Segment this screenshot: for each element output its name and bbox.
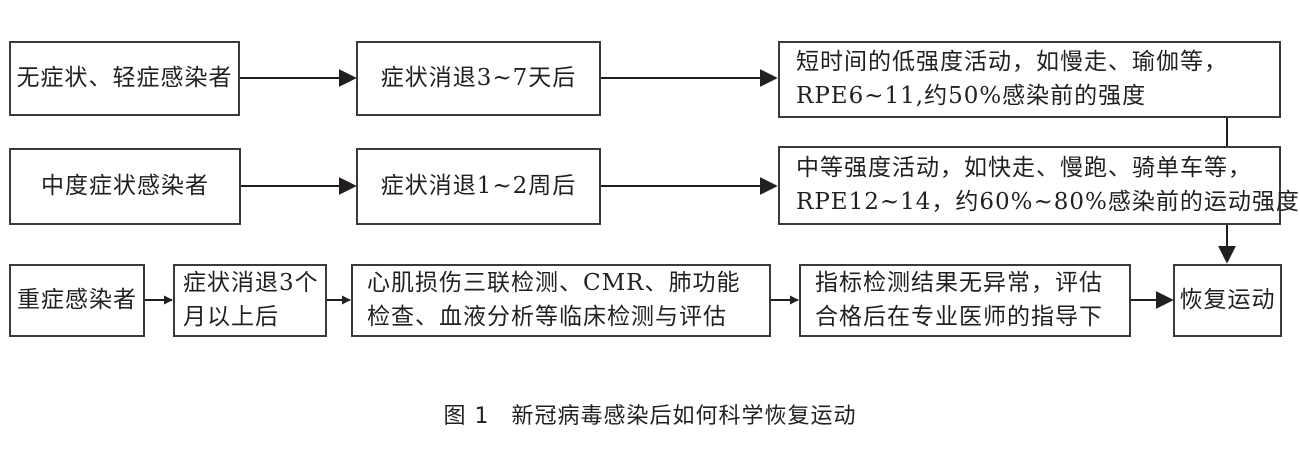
node-moderate-timing: 症状消退1~2周后 xyxy=(356,148,601,225)
node-label: 重症感染者 xyxy=(17,286,137,313)
node-label: 症状消退3~7天后 xyxy=(380,64,577,91)
node-label: 中度症状感染者 xyxy=(41,172,209,199)
node-label-line-2: RPE6~11,约50%感染前的强度 xyxy=(796,82,1147,109)
node-severe-timing: 症状消退3个 月以上后 xyxy=(173,264,327,337)
figure-caption: 图 1 新冠病毒感染后如何科学恢复运动 xyxy=(0,398,1300,430)
node-label-line-1: 中等强度活动，如快走、慢跑、骑单车等， xyxy=(796,155,1252,182)
node-label-line-2: 合格后在专业医师的指导下 xyxy=(815,303,1103,330)
figure-title: 新冠病毒感染后如何科学恢复运动 xyxy=(511,404,857,429)
node-severe-group: 重症感染者 xyxy=(9,264,145,337)
node-moderate-activity: 中等强度活动，如快走、慢跑、骑单车等， RPE12~14，约60%~80%感染前… xyxy=(778,146,1299,225)
node-label-line-1: 指标检测结果无异常，评估 xyxy=(815,270,1103,297)
node-label-line-1: 短时间的低强度活动，如慢走、瑜伽等， xyxy=(796,49,1228,76)
node-label-line-1: 心肌损伤三联检测、CMR、肺功能 xyxy=(367,270,741,297)
node-mild-activity: 短时间的低强度活动，如慢走、瑜伽等， RPE6~11,约50%感染前的强度 xyxy=(778,41,1281,118)
figure-number: 图 1 xyxy=(443,404,490,429)
node-label: 恢复运动 xyxy=(1179,286,1276,313)
node-severe-condition: 指标检测结果无异常，评估 合格后在专业医师的指导下 xyxy=(799,264,1131,337)
node-label-line-2: 检查、血液分析等临床检测与评估 xyxy=(367,303,727,330)
node-mild-group: 无症状、轻症感染者 xyxy=(9,41,240,116)
node-label-line-2: RPE12~14，约60%~80%感染前的运动强度 xyxy=(796,188,1300,215)
node-mild-timing: 症状消退3~7天后 xyxy=(356,41,601,116)
node-label: 症状消退1~2周后 xyxy=(380,172,577,199)
node-severe-exam: 心肌损伤三联检测、CMR、肺功能 检查、血液分析等临床检测与评估 xyxy=(351,264,771,337)
node-label: 无症状、轻症感染者 xyxy=(16,64,233,91)
node-resume-exercise: 恢复运动 xyxy=(1173,264,1282,337)
node-label-line-1: 症状消退3个 xyxy=(183,270,319,297)
node-moderate-group: 中度症状感染者 xyxy=(9,148,241,225)
node-label-line-2: 月以上后 xyxy=(183,303,279,330)
